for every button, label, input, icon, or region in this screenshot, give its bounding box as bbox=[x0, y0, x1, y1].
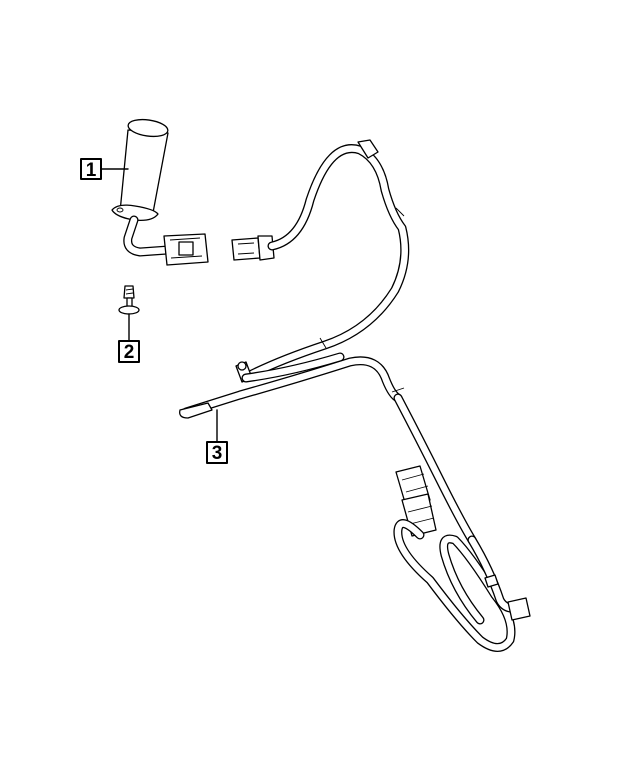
part-3-harness[interactable] bbox=[179, 139, 531, 652]
callout-3[interactable]: 3 bbox=[206, 409, 228, 464]
callout-1[interactable]: 1 bbox=[80, 158, 129, 181]
part-2-bolt[interactable] bbox=[118, 285, 140, 315]
callout-2[interactable]: 2 bbox=[118, 313, 140, 363]
callout-2-label: 2 bbox=[124, 342, 135, 363]
callout-3-label: 3 bbox=[212, 443, 223, 464]
part-1-sensor[interactable] bbox=[111, 117, 209, 266]
callout-1-label: 1 bbox=[86, 160, 97, 181]
